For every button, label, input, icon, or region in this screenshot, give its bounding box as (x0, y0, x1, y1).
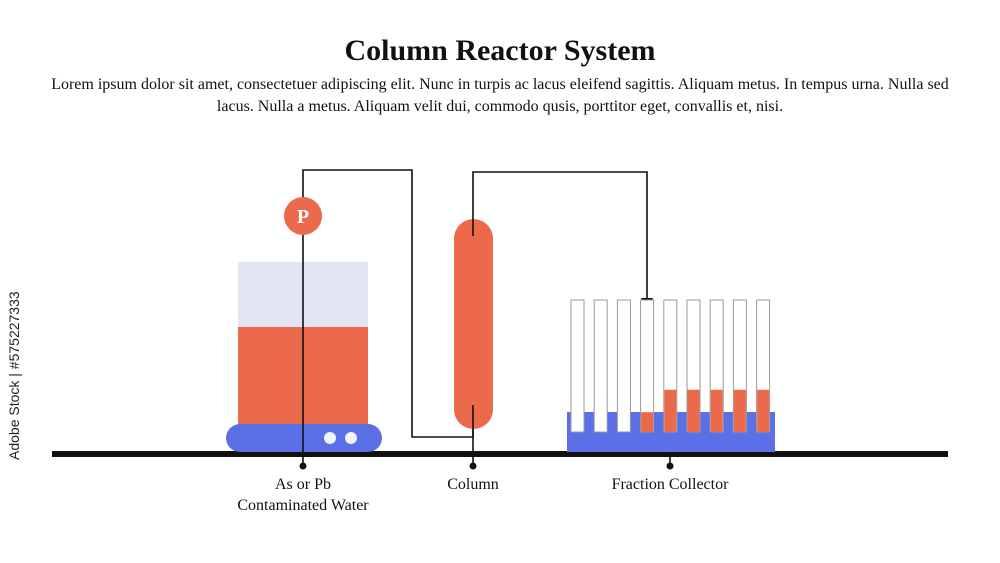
source-label-line-1: As or Pb (274, 476, 331, 493)
source-label: As or Pb Contaminated Water (203, 474, 403, 516)
stirrer-knob-icon (345, 432, 357, 444)
source-leader-dot (299, 462, 307, 470)
page-subtitle: Lorem ipsum dolor sit amet, consectetuer… (51, 76, 949, 115)
column-leader-dot (469, 462, 477, 470)
tube-liquid (641, 412, 654, 432)
pump-icon (284, 197, 322, 235)
collector-tube (593, 299, 608, 433)
stirrer-knob-icon (324, 432, 336, 444)
tube-liquid (757, 389, 770, 432)
tube-liquid (687, 389, 700, 432)
tube-liquid (733, 389, 746, 432)
pump: P (284, 197, 322, 235)
collector-tube (570, 299, 585, 433)
floor-line (52, 451, 948, 457)
pump-label: P (297, 206, 309, 228)
tube-liquid (664, 389, 677, 432)
watermark-text: Adobe Stock | #575227333 (6, 291, 22, 460)
tube-liquid (710, 389, 723, 432)
stirrer-base (226, 424, 382, 452)
column-label: Column (447, 476, 499, 493)
collector-tube (616, 299, 631, 433)
collector-label: Fraction Collector (611, 476, 729, 493)
outlet-tubing (472, 171, 648, 300)
source-label-line-2: Contaminated Water (237, 497, 369, 514)
collector-tubes (570, 299, 771, 433)
page-title: Column Reactor System (344, 34, 656, 67)
column (454, 219, 493, 429)
collector-leader-dot (666, 462, 674, 470)
fraction-collector (567, 299, 775, 452)
magnetic-stirrer (226, 424, 382, 452)
